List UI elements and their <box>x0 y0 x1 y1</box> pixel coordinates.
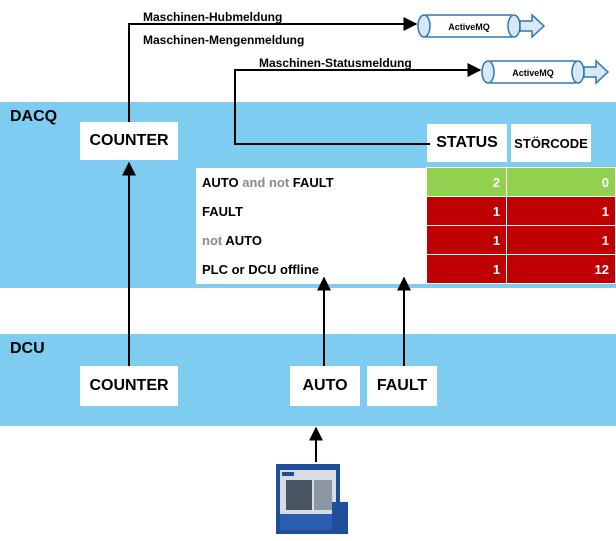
condition-text: PLC or DCU offline <box>202 261 319 277</box>
dcu-label: DCU <box>10 340 45 357</box>
dacq-counter-box: COUNTER <box>80 122 178 160</box>
cnc-machine-icon <box>272 462 352 541</box>
stoercode-header: STÖRCODE <box>511 124 591 162</box>
stoercode-value-cell: 1 <box>506 225 616 255</box>
condition-text: FAULT <box>292 174 334 190</box>
status-value-cell: 1 <box>425 254 508 284</box>
status-value-cell: 2 <box>425 167 508 197</box>
counter-to-queue-arrow <box>128 17 418 122</box>
dcu-fault-box: FAULT <box>367 366 437 406</box>
status-header: STATUS <box>427 124 507 162</box>
condition-text: and not <box>238 174 293 190</box>
activemq-queue-icon: ActiveMQ <box>480 57 610 92</box>
condition-text: not <box>202 232 226 248</box>
dacq-label: DACQ <box>10 108 58 125</box>
dcu-auto-box: AUTO <box>290 366 360 406</box>
activemq-label-2: ActiveMQ <box>512 68 554 78</box>
status-to-queue-arrow <box>234 63 482 145</box>
dcu-counter-box: COUNTER <box>80 366 178 406</box>
condition-cell: AUTO and not FAULT <box>196 167 427 197</box>
stoercode-value-cell: 12 <box>506 254 616 284</box>
stoercode-value-cell: 0 <box>506 167 616 197</box>
condition-text: AUTO <box>202 174 239 190</box>
status-message-label: Maschinen-Statusmeldung <box>259 56 412 70</box>
status-value-cell: 1 <box>425 225 508 255</box>
activemq-queue-icon: ActiveMQ <box>416 11 546 46</box>
condition-text: AUTO <box>225 232 262 248</box>
status-value-cell: 1 <box>425 196 508 226</box>
stoercode-value-cell: 1 <box>506 196 616 226</box>
hub-message-label: Maschinen-Hubmeldung <box>143 10 283 24</box>
menge-message-label: Maschinen-Mengenmeldung <box>143 33 305 47</box>
condition-cell: FAULT <box>196 196 427 226</box>
activemq-label-1: ActiveMQ <box>448 22 490 32</box>
condition-text: FAULT <box>202 203 243 219</box>
condition-cell: PLC or DCU offline <box>196 254 427 284</box>
condition-cell: not AUTO <box>196 225 427 255</box>
